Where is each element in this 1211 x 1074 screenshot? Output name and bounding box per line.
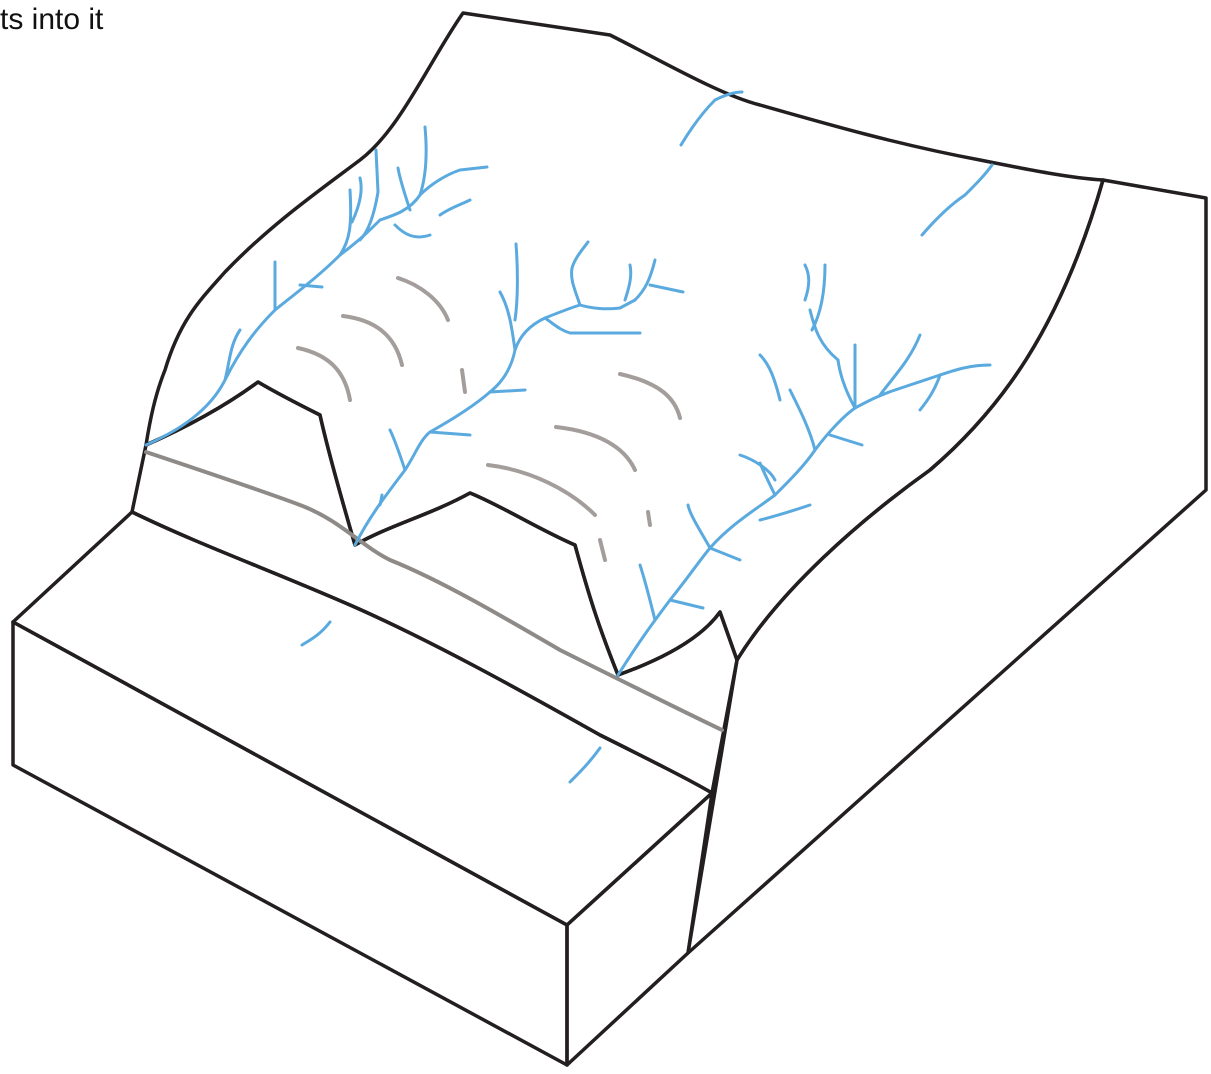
stream — [352, 178, 361, 222]
stream — [515, 244, 517, 320]
stream — [618, 365, 990, 675]
contour-line — [398, 278, 448, 320]
stream — [625, 265, 631, 300]
stream — [880, 335, 920, 395]
stream — [380, 495, 382, 505]
lower-block-right-face — [567, 793, 712, 1065]
stream — [670, 600, 703, 608]
stream — [688, 505, 710, 548]
stream — [380, 167, 487, 220]
stream — [838, 360, 855, 408]
stream — [340, 190, 351, 255]
contour-line — [648, 512, 650, 525]
stream — [760, 505, 810, 520]
contour-line — [556, 427, 635, 470]
stream — [430, 432, 470, 435]
stream — [390, 430, 405, 470]
stream — [640, 565, 655, 620]
stream — [545, 318, 640, 333]
stream — [805, 265, 809, 300]
stream — [580, 300, 635, 309]
stream — [810, 310, 838, 360]
stream — [500, 292, 515, 350]
stream — [490, 390, 525, 392]
stream — [830, 435, 862, 445]
stream — [922, 165, 992, 235]
stream — [681, 92, 742, 145]
contour-line — [298, 348, 350, 400]
plateau-surface — [146, 13, 1103, 675]
lower-bench-surface — [13, 512, 712, 925]
contour-line — [343, 316, 402, 365]
contour-line — [600, 540, 605, 560]
upper-block-side-face — [688, 180, 1206, 953]
contour-lines — [298, 278, 680, 560]
stream-network — [146, 92, 992, 782]
contour-line — [620, 374, 680, 418]
stream — [650, 285, 683, 292]
bedding-line — [146, 452, 722, 730]
stream — [710, 548, 740, 560]
stream — [440, 200, 470, 215]
stream — [790, 390, 815, 450]
contour-line — [462, 370, 465, 392]
stream — [635, 260, 655, 300]
stream — [572, 242, 588, 305]
stream — [355, 305, 580, 545]
stream — [395, 225, 430, 237]
stream — [300, 285, 322, 287]
stream — [302, 622, 330, 645]
lower-block-front-face — [13, 622, 567, 1065]
stream — [760, 355, 780, 400]
stream — [398, 168, 410, 210]
stream — [570, 748, 600, 782]
stream — [740, 455, 775, 480]
stream — [420, 127, 426, 195]
